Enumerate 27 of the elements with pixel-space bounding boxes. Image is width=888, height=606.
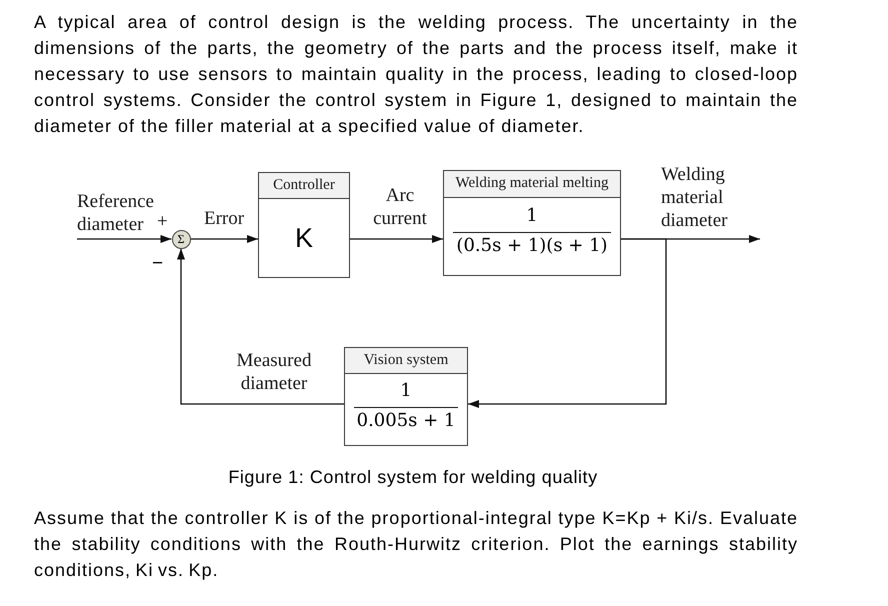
- edge-label: Error: [204, 207, 246, 230]
- numerator: 1: [526, 205, 538, 227]
- arrow: [177, 248, 344, 405]
- paragraph: Assume that the controller K is of the proportional-integral type K=Kp + Ki/s. Evaluate the stability conditions with the Routh-Hurwitz criterion. Plot the earnings stability conditions, Ki vs. Kp.: [34, 507, 798, 582]
- block-title: Vision system: [345, 348, 467, 374]
- arrow: [350, 235, 443, 243]
- block-title: Welding material melting: [444, 171, 620, 198]
- sign-label: +: [157, 211, 169, 233]
- gain-symbol: K: [294, 223, 313, 253]
- denominator: 0.005s + 1: [356, 410, 456, 432]
- paragraph: A typical area of control design is the welding process. The uncertainty in the dimensions of the parts, the geometry of the parts and the process itself, make it necessary to use sensors to maintain quality in the process, leading to closed-loop control systems. Consider the control system in Figure 1, designed to maintain the diameter of the filler material at a specified value of diameter.: [34, 11, 798, 138]
- figure-caption: Figure 1: Control system for welding quality: [227, 466, 599, 489]
- block-title: Controller: [259, 173, 349, 199]
- arrow: [77, 235, 172, 243]
- edge-label: Arc current: [372, 184, 428, 230]
- arrow: [190, 235, 258, 243]
- numerator: 1: [400, 380, 412, 402]
- transfer-function-block: [443, 170, 621, 276]
- controller-block: [258, 172, 350, 278]
- transfer-function-block: [344, 347, 468, 446]
- sign-label: −: [152, 253, 164, 275]
- denominator: (0.5s + 1)(s + 1): [456, 235, 608, 258]
- edge-label: Measured diameter: [236, 349, 312, 395]
- arrow: [468, 238, 667, 408]
- summing-junction: Σ: [172, 230, 190, 248]
- edge-label: Reference diameter: [77, 190, 155, 236]
- edge-label: Welding material diameter: [661, 163, 728, 232]
